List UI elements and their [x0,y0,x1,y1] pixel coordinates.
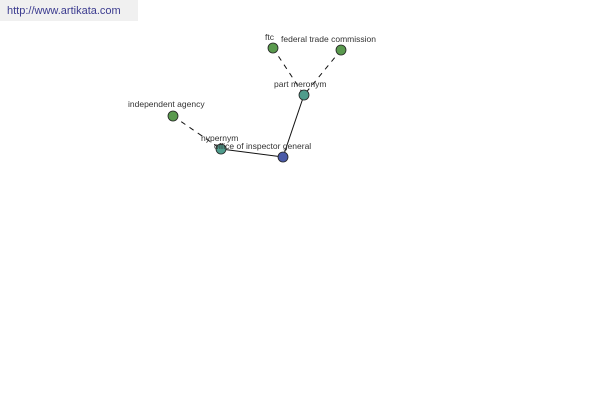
node-label-ftc[interactable]: ftc [265,32,275,42]
node-label-independent-agency[interactable]: independent agency [128,99,205,109]
edge-part-meronym-to-office-of-inspector-general [282,94,305,158]
node-label-hypernym[interactable]: hypernym [201,133,238,143]
node-federal-trade-commission[interactable] [335,44,347,56]
edge-hypernym-to-office-of-inspector-general [220,148,284,158]
node-ftc[interactable] [267,42,279,54]
graph-labels: ftc federal trade commission independent a… [128,32,376,151]
node-hypernym[interactable] [215,143,227,155]
graph-edges [172,47,342,158]
url-banner: http://www.artikata.com [0,0,138,21]
node-office-of-inspector-general[interactable] [277,151,289,163]
node-independent-agency[interactable] [167,110,179,122]
site-url-link[interactable]: http://www.artikata.com [7,4,121,17]
graph-nodes [167,42,347,163]
node-label-office-of-inspector-general[interactable]: office of inspector general [214,141,311,151]
node-label-part-meronym[interactable]: part meronym [274,79,326,89]
node-label-federal-trade-commission[interactable]: federal trade commission [281,34,376,44]
node-part-meronym[interactable] [298,89,310,101]
